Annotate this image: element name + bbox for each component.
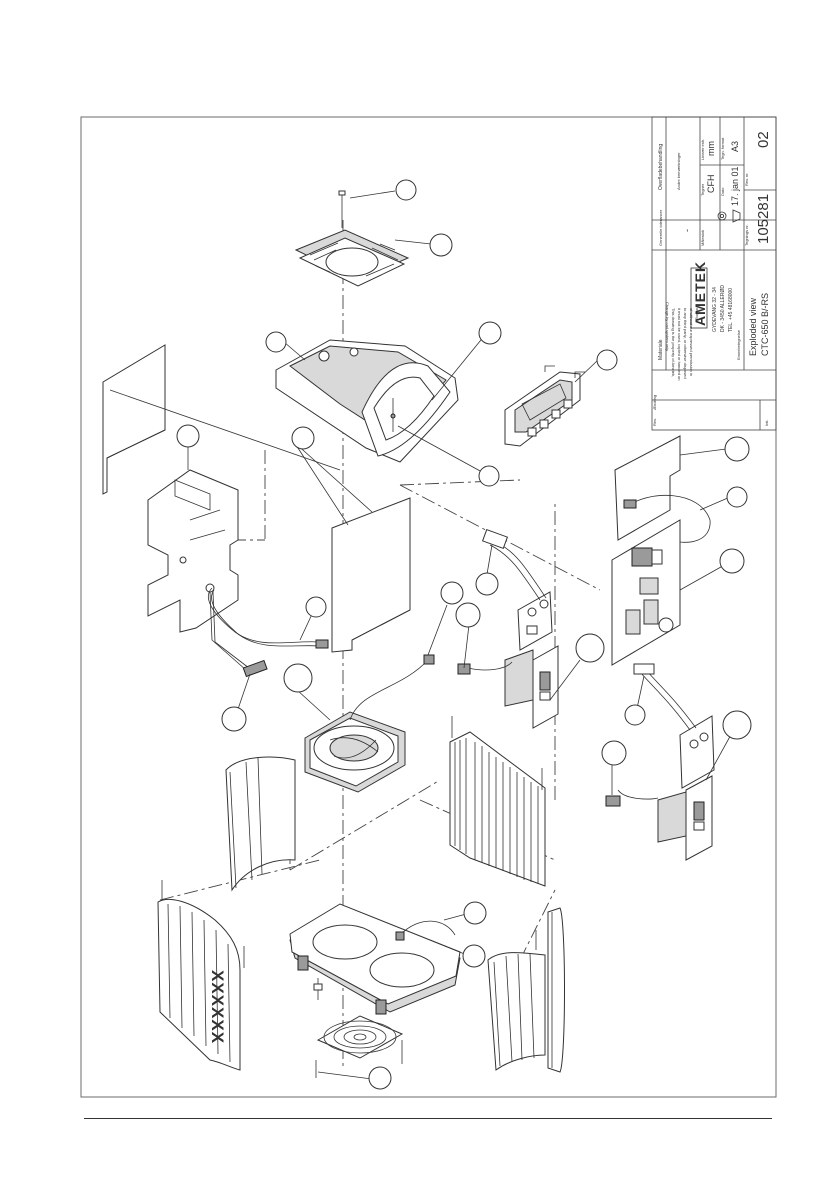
material-label: Materiale xyxy=(658,339,664,360)
address-line3: TEL. +45 48168000 xyxy=(728,288,734,332)
callout-bubble xyxy=(719,548,745,574)
callout-bubble xyxy=(462,944,486,968)
top-grille xyxy=(294,229,410,287)
footer-rule xyxy=(84,1118,772,1119)
disclaimer-3: to any third party, or otherwise dispose… xyxy=(683,308,688,379)
callout-bubble xyxy=(575,633,605,663)
date-value: 17. jan 01 xyxy=(730,166,740,206)
change-note: Change by cad system only xyxy=(665,302,670,351)
callout-bubble xyxy=(596,349,618,371)
dept-label: Emnebetegnelse xyxy=(736,329,741,360)
callout-bubble xyxy=(176,424,200,448)
callout-bubble xyxy=(455,602,481,628)
change-col-label: Ændring xyxy=(652,395,657,410)
right-end-cap xyxy=(547,907,565,1073)
left-curved-cover xyxy=(225,756,296,892)
left-front-panel: XXXXXX xyxy=(157,880,245,1071)
fan-cable xyxy=(349,654,435,721)
disclaimer-5: writing. xyxy=(695,308,700,321)
address-line1: GYDEVANG 32 - 34 xyxy=(712,287,718,332)
callout-bubble xyxy=(440,581,464,605)
format-label: Tegn. format xyxy=(720,137,725,160)
surface-label: Overfladebehandling xyxy=(658,144,664,190)
right-insulation-sheet xyxy=(614,435,681,541)
title-block: Materiale Overfladebehandling Generelle … xyxy=(651,116,777,431)
callout-bubble xyxy=(478,465,500,487)
callout-bubble xyxy=(463,901,487,925)
callout-bubbles xyxy=(176,179,752,1090)
center-power-switch-panel xyxy=(504,645,559,729)
insulation-sheet xyxy=(331,497,411,653)
drawing-no-label: Tegnings nr. xyxy=(744,224,749,246)
disclaimer-1: This drawing is the property of Ametek, xyxy=(671,308,676,377)
callout-bubble xyxy=(475,572,499,596)
callout-bubble xyxy=(601,740,627,766)
callout-bubble xyxy=(722,710,752,740)
callout-bubble xyxy=(221,706,247,732)
callout-bubble xyxy=(624,704,646,726)
left-wire-harness xyxy=(207,587,329,678)
scale-value: - xyxy=(682,229,692,232)
format-value: A3 xyxy=(730,141,740,152)
callout-bubble xyxy=(305,596,327,618)
callout-bubble xyxy=(395,179,417,201)
remarks-label: Andre bemærkninger xyxy=(676,152,681,190)
bottom-fan-guard xyxy=(316,1015,404,1059)
cooling-fan xyxy=(304,711,406,793)
disclaimer-4: of without our expressed permission in xyxy=(689,308,694,376)
base-cable xyxy=(395,920,456,941)
right-power-switch-panel xyxy=(605,775,713,861)
title-line2: CTC-650 B/-RS xyxy=(760,293,770,356)
center-ribbon-cable xyxy=(481,528,547,601)
right-curved-cover xyxy=(487,930,546,1071)
panel-marking: XXXXXX xyxy=(208,970,227,1044)
projection-symbol-icon xyxy=(717,209,741,223)
heatsink xyxy=(449,716,546,887)
disclaimer-2: it must not be used, copied or handed on xyxy=(677,308,682,381)
callout-bubble xyxy=(368,1066,392,1090)
callout-bubble xyxy=(291,426,315,450)
scale-label: Målestok xyxy=(700,230,705,246)
left-sheet-panel xyxy=(102,344,166,495)
right-connector-board xyxy=(633,663,715,789)
right-pcb xyxy=(611,519,681,666)
callout-bubble xyxy=(429,233,453,257)
svg-text:AMETEK: AMETEK xyxy=(692,261,708,326)
right-cable xyxy=(623,495,711,543)
callout-bubble xyxy=(726,486,748,508)
center-small-cable xyxy=(457,661,513,675)
callout-bubble xyxy=(478,321,502,345)
drawing-frame xyxy=(80,116,777,1098)
top-screw xyxy=(338,190,346,228)
top-housing xyxy=(275,339,459,463)
ametek-logo: AMETEK xyxy=(690,261,708,329)
base-screws xyxy=(313,978,403,1078)
display-module xyxy=(504,365,585,447)
drawn-by-value: CFH xyxy=(706,175,716,194)
drawing-number: 105281 xyxy=(755,194,772,244)
init-col-label: Init. xyxy=(764,420,769,426)
rev-no-label: Rev. nr. xyxy=(744,173,749,187)
date-label: Dato xyxy=(720,187,725,196)
left-chassis-bracket xyxy=(147,469,239,633)
callout-bubble xyxy=(724,436,750,462)
unit-value: mm xyxy=(706,141,716,156)
callout-bubble xyxy=(265,331,287,353)
drawn-label: Tegner xyxy=(700,183,705,196)
tolerance-label: Generelle tolerancer xyxy=(658,209,663,246)
address-line2: DK - 3450 ALLERØD xyxy=(720,285,726,332)
unit-label: Lineær enh. xyxy=(700,139,705,160)
title-line1: Exploded view xyxy=(748,297,758,356)
callout-leaders xyxy=(109,190,734,1080)
callout-bubble xyxy=(283,663,313,693)
rev-col-label: Rev. xyxy=(652,418,657,426)
base-plate xyxy=(289,903,461,1015)
revision-number: 02 xyxy=(755,131,772,148)
center-connector-board xyxy=(517,591,553,651)
